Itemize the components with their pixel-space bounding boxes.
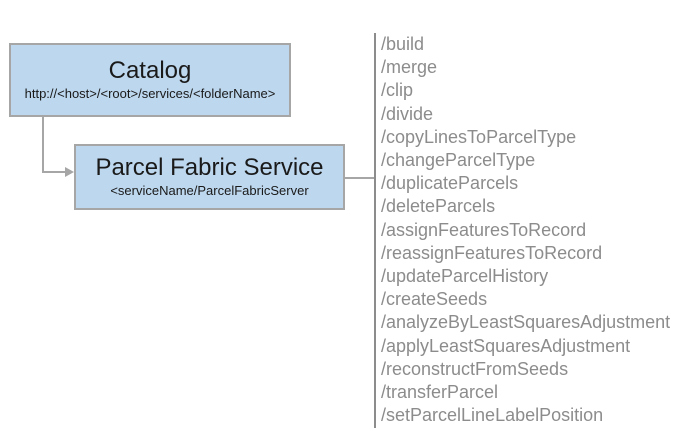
endpoint-item: /duplicateParcels [381, 173, 519, 194]
endpoint-item: /clip [381, 80, 414, 101]
service-title: Parcel Fabric Service [95, 153, 324, 181]
endpoints-separator-line [374, 33, 376, 428]
catalog-url-template: http://<host>/<root>/services/<folderNam… [24, 86, 276, 102]
endpoint-item: /reconstructFromSeeds [381, 358, 569, 379]
endpoint-item: /merge [381, 57, 438, 78]
endpoint-item: /setParcelLineLabelPosition [381, 405, 604, 426]
endpoint-item: /applyLeastSquaresAdjustment [381, 335, 631, 356]
catalog-title: Catalog [108, 56, 192, 84]
endpoint-item: /assignFeaturesToRecord [381, 219, 587, 240]
endpoint-item: /divide [381, 103, 434, 124]
endpoint-item: /transferParcel [381, 382, 499, 403]
connector-arrowhead-icon [65, 167, 74, 177]
endpoint-list: /build/merge/clip/divide/copyLinesToParc… [381, 33, 681, 427]
endpoint-item: /changeParcelType [381, 150, 536, 171]
endpoint-item: /reassignFeaturesToRecord [381, 242, 603, 263]
endpoint-item: /analyzeByLeastSquaresAdjustment [381, 312, 671, 333]
catalog-to-service-connector-horizontal [42, 171, 66, 173]
endpoint-item: /updateParcelHistory [381, 266, 549, 287]
service-to-endpoints-connector [345, 177, 375, 179]
endpoint-item: /copyLinesToParcelType [381, 126, 577, 147]
service-url-template: <serviceName/ParcelFabricServer [110, 183, 309, 199]
endpoint-item: /createSeeds [381, 289, 488, 310]
endpoint-item: /build [381, 34, 425, 54]
endpoint-item: /deleteParcels [381, 196, 496, 217]
catalog-to-service-connector-vertical [42, 117, 44, 173]
parcel-fabric-service-node: Parcel Fabric Service <serviceName/Parce… [74, 144, 345, 210]
catalog-node: Catalog http://<host>/<root>/services/<f… [9, 43, 291, 117]
